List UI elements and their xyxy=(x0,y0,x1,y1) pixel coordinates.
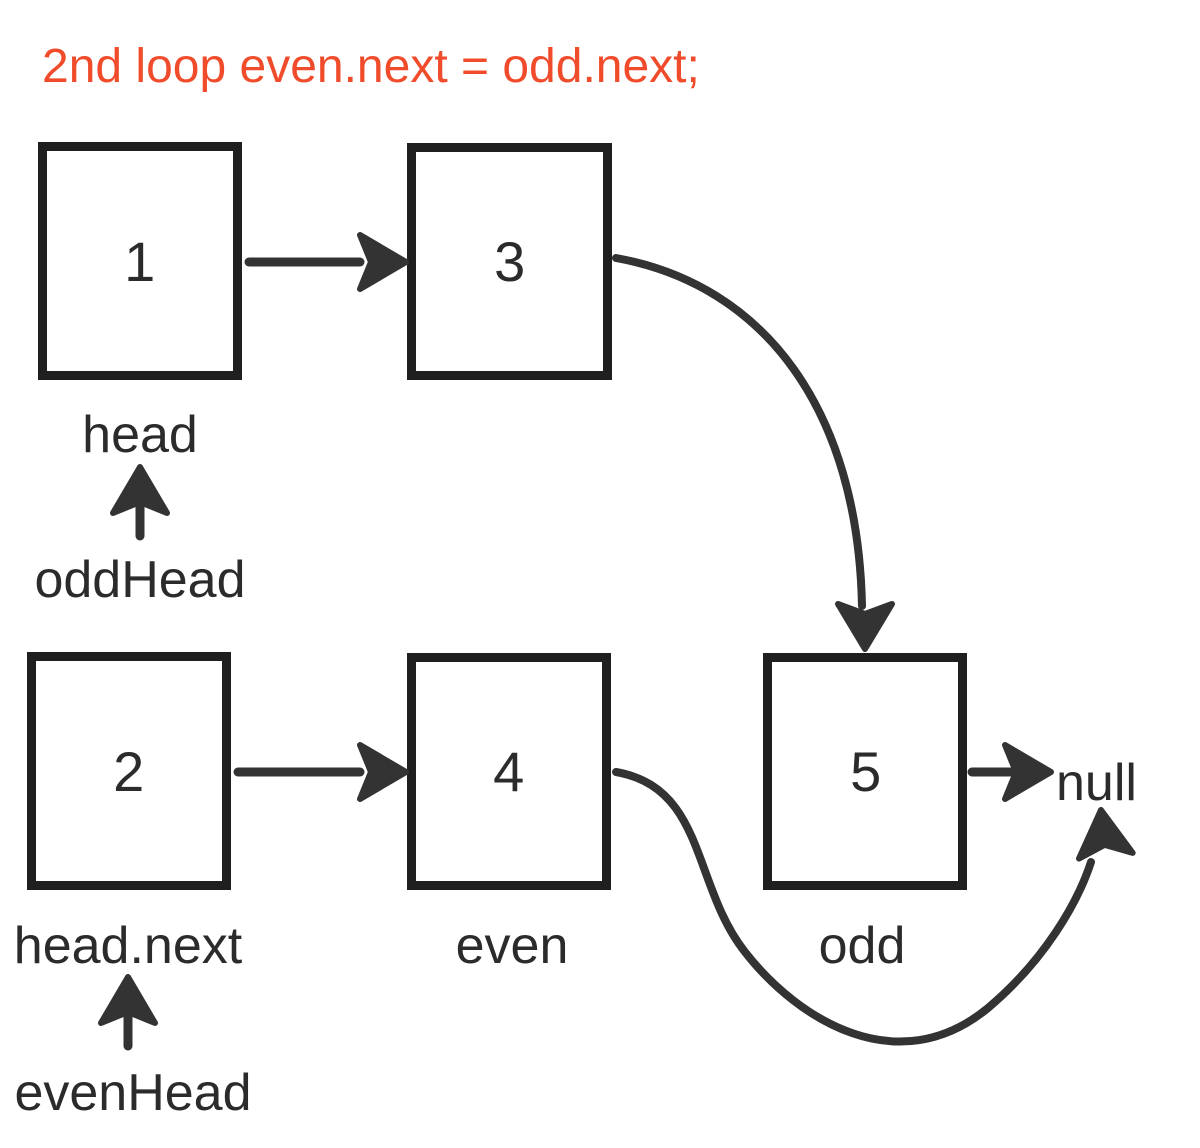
node-box-5 xyxy=(763,653,967,890)
node-box-2 xyxy=(27,652,231,890)
label-oddhead: oddHead xyxy=(34,551,245,609)
node-box-1 xyxy=(38,142,242,380)
label-evenhead: evenHead xyxy=(14,1064,251,1122)
evenhead-arrow-head-icon xyxy=(98,974,158,1026)
curve-3-to-5 xyxy=(612,254,866,610)
curve-4-to-null xyxy=(612,768,1095,1046)
node-value-2: 2 xyxy=(113,740,145,803)
oddhead-arrow-head-icon xyxy=(110,464,170,516)
node-box-4 xyxy=(407,653,611,890)
curve-3-to-5-head-icon xyxy=(835,601,895,652)
node-value-1: 1 xyxy=(124,230,156,293)
arrow-5-to-null-head-icon xyxy=(1002,742,1054,802)
label-null: null xyxy=(1056,754,1137,812)
node-value-3: 3 xyxy=(494,230,526,293)
diagram-title: 2nd loop even.next = odd.next; xyxy=(42,40,700,93)
curve-4-to-null-head-icon xyxy=(1075,807,1136,862)
arrow-1-to-3-head-icon xyxy=(357,232,409,292)
label-even: even xyxy=(456,917,569,975)
node-value-4: 4 xyxy=(493,740,525,803)
label-odd: odd xyxy=(819,917,906,975)
node-value-5: 5 xyxy=(850,740,882,803)
arrow-2-to-4-head-icon xyxy=(357,742,409,802)
label-head: head xyxy=(82,406,198,464)
label-head-next: head.next xyxy=(14,917,243,975)
node-box-3 xyxy=(407,143,612,380)
